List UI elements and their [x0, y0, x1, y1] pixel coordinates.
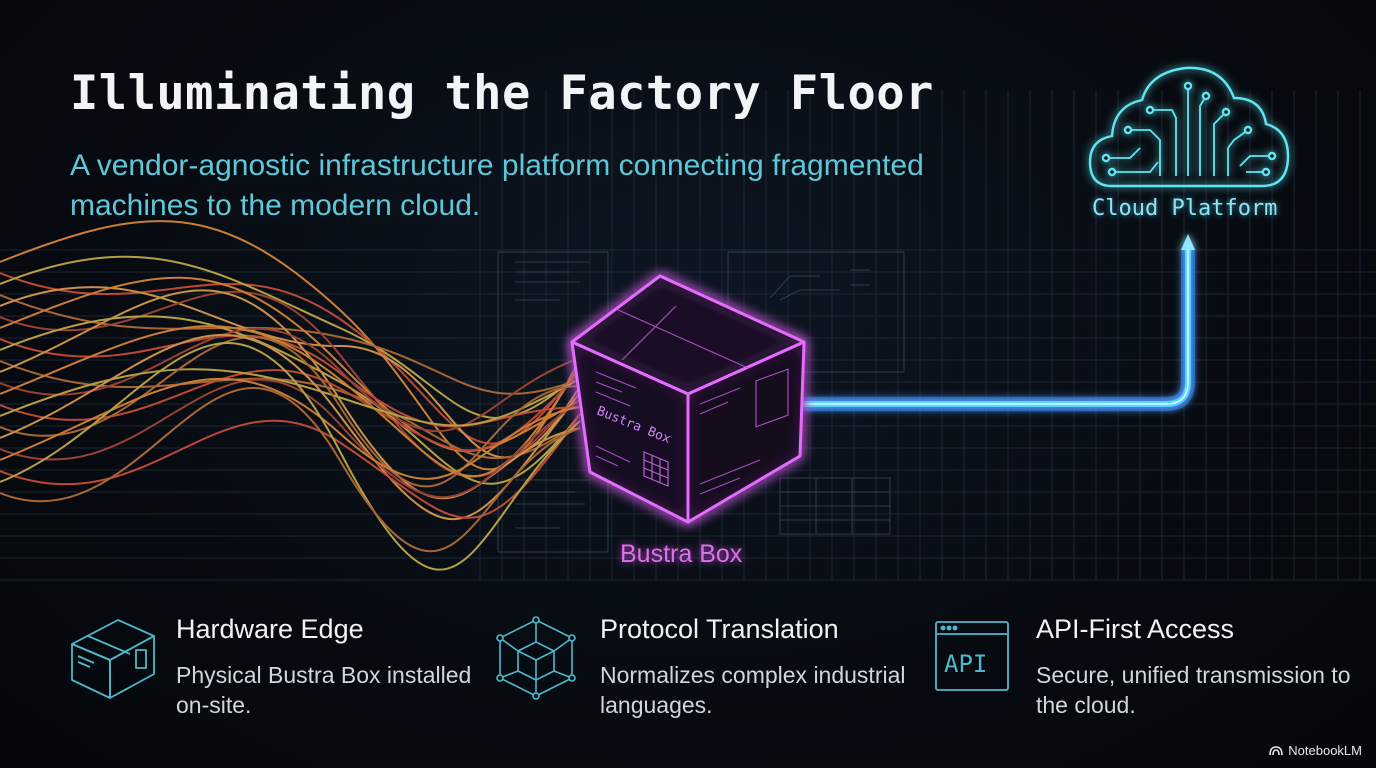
page-title: Illuminating the Factory Floor	[70, 66, 934, 121]
feature-description: Normalizes complex industrial languages.	[600, 662, 906, 718]
machine-wire	[0, 342, 581, 571]
api-window-icon: API	[935, 621, 1009, 691]
machine-wire	[0, 368, 581, 427]
feature-title: Protocol Translation	[600, 614, 839, 644]
machine-wire	[0, 315, 581, 485]
machine-wire	[0, 334, 581, 521]
feature-title: Hardware Edge	[176, 614, 364, 644]
watermark: NotebookLM	[1269, 743, 1362, 758]
upload-arrowhead-icon	[1181, 234, 1195, 250]
page-subtitle: A vendor-agnostic infrastructure platfor…	[70, 149, 924, 222]
feature-title: API-First Access	[1036, 614, 1235, 644]
api-icon-text: API	[944, 650, 987, 678]
cube-network-icon	[496, 616, 576, 700]
machine-wire	[0, 387, 581, 553]
notebooklm-logo-icon	[1269, 746, 1284, 756]
fragmented-machine-wires	[0, 220, 581, 571]
machine-wire	[0, 325, 581, 477]
feature-protocol-translation: Protocol Translation Normalizes complex …	[494, 612, 914, 722]
machine-wire	[0, 378, 581, 499]
feature-api-first-access: API API-First Access Secure, unified tra…	[930, 612, 1351, 722]
cloud-connection-conduit	[800, 234, 1195, 411]
machine-wire	[0, 336, 581, 488]
machine-wire	[0, 276, 581, 452]
feature-description: Secure, unified transmission to the clou…	[1036, 662, 1351, 718]
bustra-box-cube: Bustra Box	[570, 274, 806, 524]
box-icon	[71, 619, 155, 699]
cube-face-grid	[643, 451, 669, 487]
machine-wire	[0, 327, 581, 433]
machine-wire	[0, 360, 581, 460]
feature-description: Physical Bustra Box installed on-site.	[176, 662, 472, 718]
machine-wire	[0, 289, 581, 500]
machine-wire	[0, 294, 581, 395]
machine-wire	[0, 369, 581, 452]
cloud-platform-label: Cloud Platform	[1092, 196, 1278, 221]
cloud-platform-icon	[1088, 66, 1290, 188]
machine-wire	[0, 377, 581, 480]
feature-hardware-edge: Hardware Edge Physical Bustra Box instal…	[70, 612, 490, 722]
bustra-box-label: Bustra Box	[620, 540, 743, 568]
watermark-text: NotebookLM	[1288, 743, 1362, 758]
